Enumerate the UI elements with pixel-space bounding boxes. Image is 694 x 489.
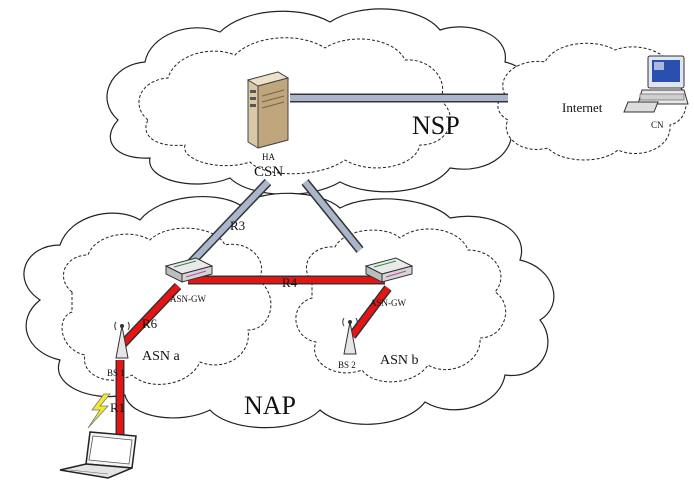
asn-a-cloud [61,227,272,385]
server-tower-icon [246,71,290,149]
r3-link [182,178,364,272]
bs1-label: BS 1 [107,368,125,378]
asn-b-label: ASN b [380,353,419,368]
asn-gw-left-label: ASN-GW [170,294,207,304]
csn-cloud [138,37,451,175]
r6-link-a [118,282,182,349]
ha-label: HA [262,152,275,162]
nap-label: NAP [244,391,296,420]
router-icon [164,257,214,283]
asn-b-cloud [295,228,507,383]
lightning-bolt-icon [87,393,111,429]
antenna-tower-icon [114,321,130,359]
r6-link-b [348,285,392,339]
r3-label: R3 [230,218,245,233]
r6-label: R6 [142,316,158,331]
bs2-label: BS 2 [338,360,356,370]
asn-gw-right-label: ASN-GW [370,298,407,308]
asn-a-label: ASN a [142,349,181,364]
desktop-computer-icon [623,55,689,113]
laptop-icon [59,431,137,479]
internet-cloud [497,42,687,161]
nsp-label: NSP [412,111,460,140]
router-icon [364,257,414,283]
r1-label: R1 [110,400,125,415]
r4-label: R4 [282,275,298,290]
internet-label: Internet [562,100,603,115]
csn-label: CSN [254,164,283,180]
nap-cloud [23,192,555,429]
cn-label: CN [651,120,664,130]
antenna-tower-icon [342,317,358,355]
